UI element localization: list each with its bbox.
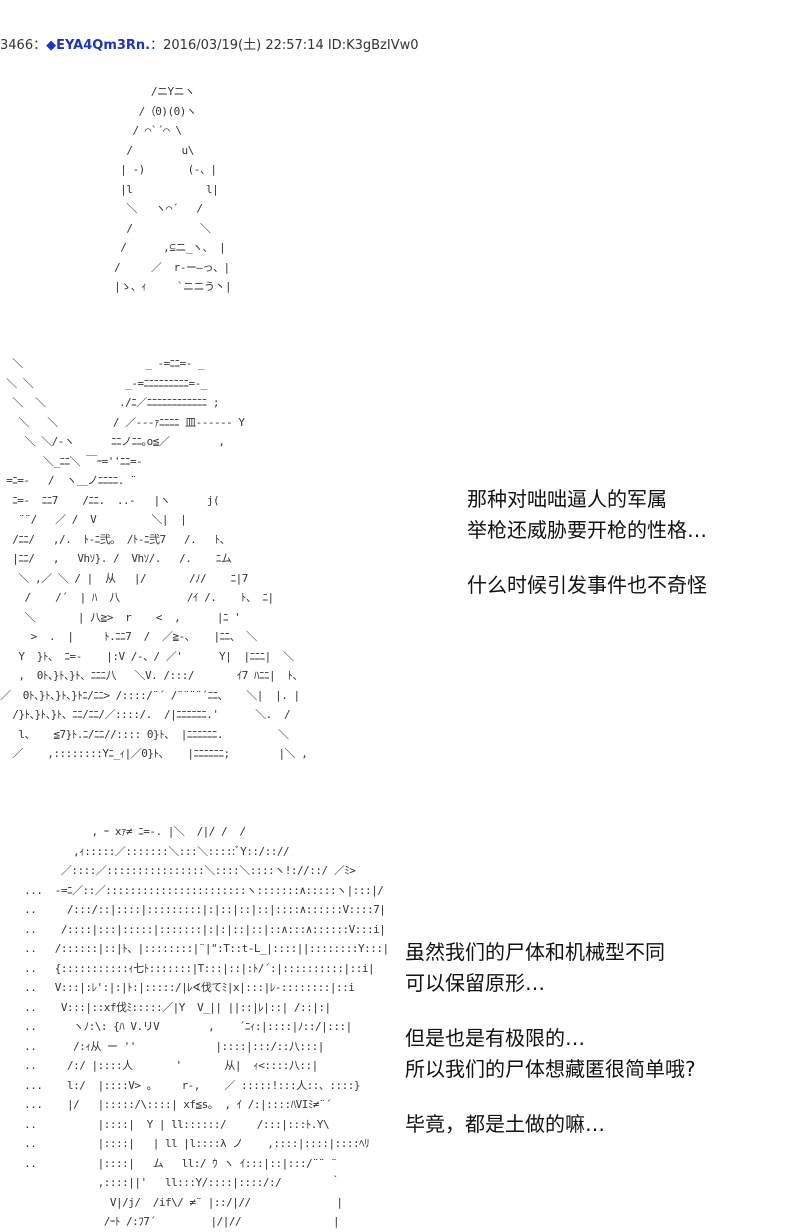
dialogue-line: 虽然我们的尸体和机械型不同 [405,940,665,964]
dialogue-line: 什么时候引发事件也不奇怪 [467,573,707,597]
post-number: 3466 [0,38,34,53]
dialogue-line: 但是也是有极限的… [405,1026,585,1050]
ascii-art-soldier-with-rifle: ＼ _ -=ﾆﾆ=- _ ＼ ＼ _-=ﾆﾆﾆﾆﾆﾆﾆﾆﾆ=-_ ＼ ＼ ./ﾆ… [0,357,308,760]
dialogue-block-1: 那种对咄咄逼人的军属 举枪还威胁要开枪的性格… 什么时候引发事件也不奇怪 [467,484,707,601]
diamond-icon: ◆ [46,38,57,53]
poster-name[interactable]: EYA4Qm3Rn. [56,38,151,53]
dialogue-line: 所以我们的尸体想藏匿很简单哦? [405,1057,696,1081]
ascii-art-character-face: /ニYニヽ /（0)(0)ヽ / ⌒`´⌒ \ / u\ | -) (-、| |… [114,85,232,293]
dialogue-line: 毕竟，都是土做的嘛… [405,1112,605,1136]
post-date-id: ：2016/03/19(土) 22:57:14 ID:K3gBzIVw0 [150,38,419,53]
dialogue-line: 举枪还威胁要开枪的性格… [467,518,707,542]
ascii-art-girl-smiling: , ｰ xｧ≠ ﾆ=-. |＼ /|/ / / ,ｨ:::::／:::::::＼… [24,825,389,1228]
dialogue-block-2: 虽然我们的尸体和机械型不同 可以保留原形… 但是也是有极限的… 所以我们的尸体想… [405,937,696,1140]
post-header: 3466：◆EYA4Qm3Rn.：2016/03/19(土) 22:57:14 … [0,34,419,53]
dialogue-line: 可以保留原形… [405,971,545,995]
dialogue-line: 那种对咄咄逼人的军属 [467,487,667,511]
post-separator: ： [33,38,47,53]
